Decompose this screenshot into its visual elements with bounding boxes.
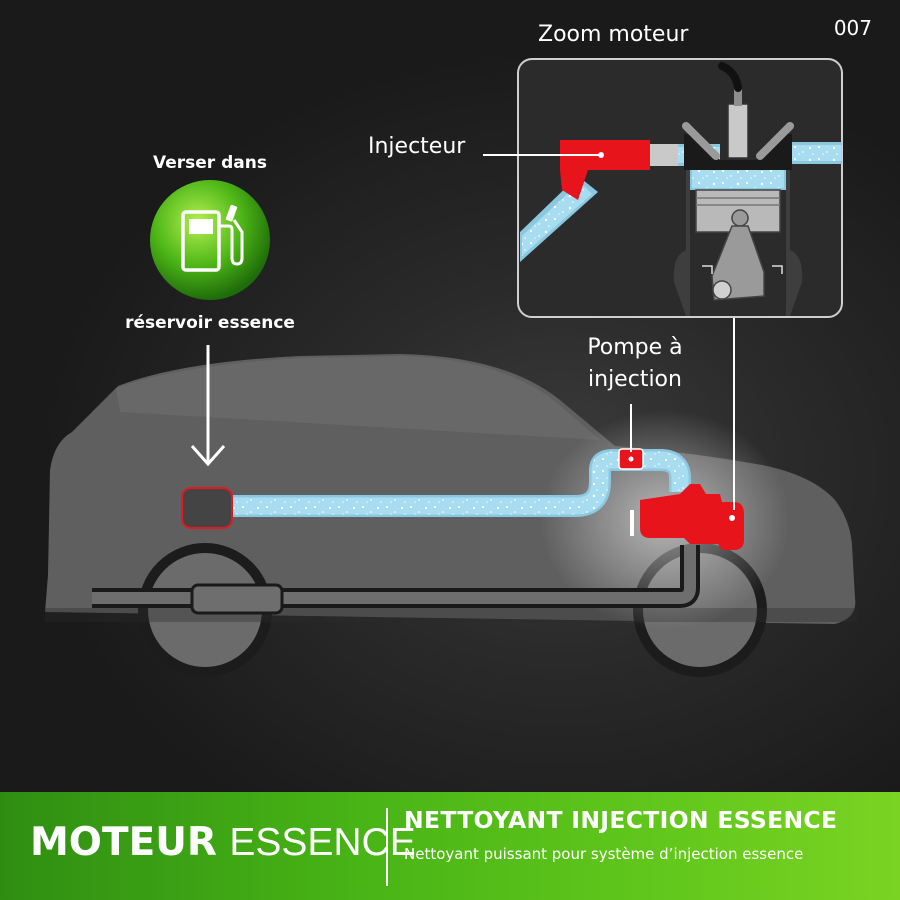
- engine-block: [630, 484, 744, 550]
- engine-zoom-panel: [517, 58, 843, 318]
- engine-type-bold: MOTEUR: [30, 820, 217, 865]
- product-title: NETTOYANT INJECTION ESSENCE: [404, 806, 838, 834]
- fuel-tank: [181, 487, 233, 529]
- fuel-pump-icon: [150, 180, 270, 300]
- zoom-title: Zoom moteur: [538, 22, 689, 47]
- banner-divider: [386, 808, 388, 886]
- down-arrow-icon: [190, 345, 226, 467]
- catalytic-converter: [190, 583, 284, 615]
- product-banner: MOTEUR ESSENCE NETTOYANT INJECTION ESSEN…: [0, 792, 900, 900]
- reference-number: 007: [833, 16, 872, 40]
- pour-instruction-top: Verser dans: [153, 153, 267, 173]
- exhaust-system: [92, 545, 700, 615]
- engine-type-light: ESSENCE: [229, 821, 416, 864]
- fuel-line: [230, 449, 691, 517]
- product-description: Nettoyant puissant pour système d’inject…: [404, 845, 804, 863]
- pump-label: Pompe à injection: [587, 335, 683, 392]
- injector-label: Injecteur: [368, 134, 466, 159]
- pour-instruction-bottom: réservoir essence: [125, 313, 295, 333]
- engine-type-title: MOTEUR ESSENCE: [30, 820, 416, 865]
